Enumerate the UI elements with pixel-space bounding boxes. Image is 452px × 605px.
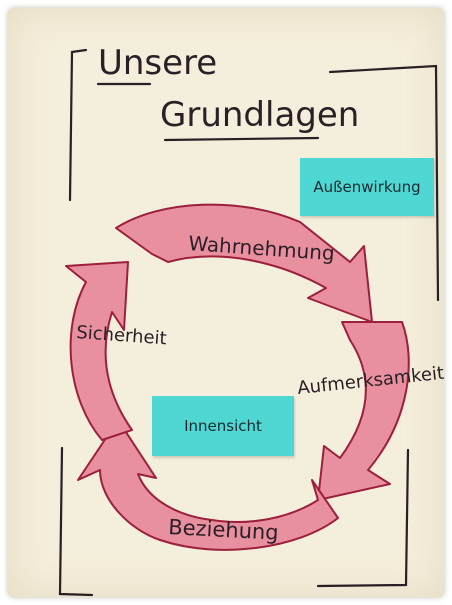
arrow-left	[65, 261, 133, 441]
arrow-bottom	[77, 419, 339, 551]
bottom-right-bracket	[316, 448, 410, 588]
sticky-note-innensicht: Innensicht	[152, 396, 294, 456]
title-underline-2	[163, 136, 320, 142]
sticky-note-aussenwirkung: Außenwirkung	[300, 158, 434, 216]
label-beziehung: Beziehung	[168, 515, 279, 545]
arrow-top	[115, 203, 373, 323]
title-line-2: Grundlagen	[160, 95, 359, 135]
bottom-left-bracket	[58, 446, 94, 597]
frame-brackets	[58, 48, 440, 597]
top-right-bracket	[328, 64, 440, 302]
sticky-note-innensicht-text: Innensicht	[184, 417, 262, 435]
title-line-1: Unsere	[98, 43, 217, 83]
cycle-arrows	[65, 203, 410, 551]
sticky-note-aussenwirkung-text: Außenwirkung	[313, 178, 421, 196]
arrow-right	[317, 321, 410, 501]
top-left-bracket	[68, 48, 88, 202]
